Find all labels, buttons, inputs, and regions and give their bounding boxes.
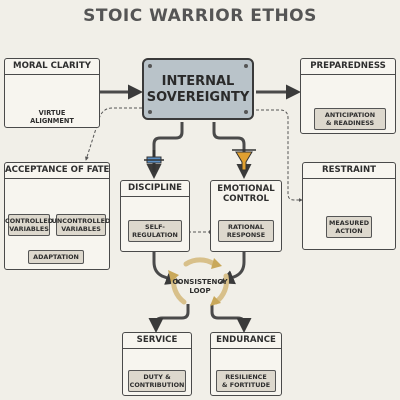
dash-core-to-acceptance — [85, 107, 142, 161]
pipe-loop-to-service — [148, 304, 190, 333]
consistency-loop-label: CONSISTENCY LOOP — [172, 278, 228, 295]
pipe-loop-to-endurance — [210, 304, 252, 333]
bolt-icon — [148, 64, 152, 68]
service-title: SERVICE — [123, 333, 191, 349]
funnel-icon — [232, 149, 256, 171]
discipline-title: DISCIPLINE — [121, 181, 189, 197]
bolt-icon — [148, 110, 152, 114]
valve-icon — [144, 150, 164, 172]
resilience-fortitude-label: RESILIENCE& FORTITUDE — [216, 370, 276, 392]
pipe-core-to-emotional — [212, 122, 252, 179]
bolt-icon — [244, 110, 248, 114]
endurance-title: ENDURANCE — [211, 333, 281, 349]
duty-contribution-label: DUTY &CONTRIBUTION — [128, 370, 186, 392]
moral-clarity-box: MORAL CLARITY — [4, 58, 100, 128]
moral-clarity-title: MORAL CLARITY — [5, 59, 99, 75]
pipe-emotional-to-loop — [219, 252, 246, 285]
restraint-title: RESTRAINT — [303, 163, 395, 179]
adaptation-label: ADAPTATION — [28, 250, 84, 264]
self-regulation-label: SELF-REGULATION — [128, 220, 182, 242]
dash-core-to-restraint — [256, 109, 303, 202]
pipe-core-to-discipline — [146, 122, 184, 179]
diagram-title: STOIC WARRIOR ETHOS — [83, 6, 317, 26]
internal-sovereignty-node: INTERNAL SOVEREIGNTY — [142, 58, 254, 120]
anticipation-readiness-label: ANTICIPATION& READINESS — [314, 108, 386, 130]
bolt-icon — [244, 64, 248, 68]
core-label: INTERNAL SOVEREIGNTY — [146, 74, 250, 105]
virtue-alignment-label: VIRTUE ALIGNMENT — [30, 109, 74, 125]
acceptance-title: ACCEPTANCE OF FATE — [5, 163, 109, 179]
preparedness-title: PREPAREDNESS — [301, 59, 395, 75]
pipe-discipline-to-loop — [152, 252, 181, 285]
